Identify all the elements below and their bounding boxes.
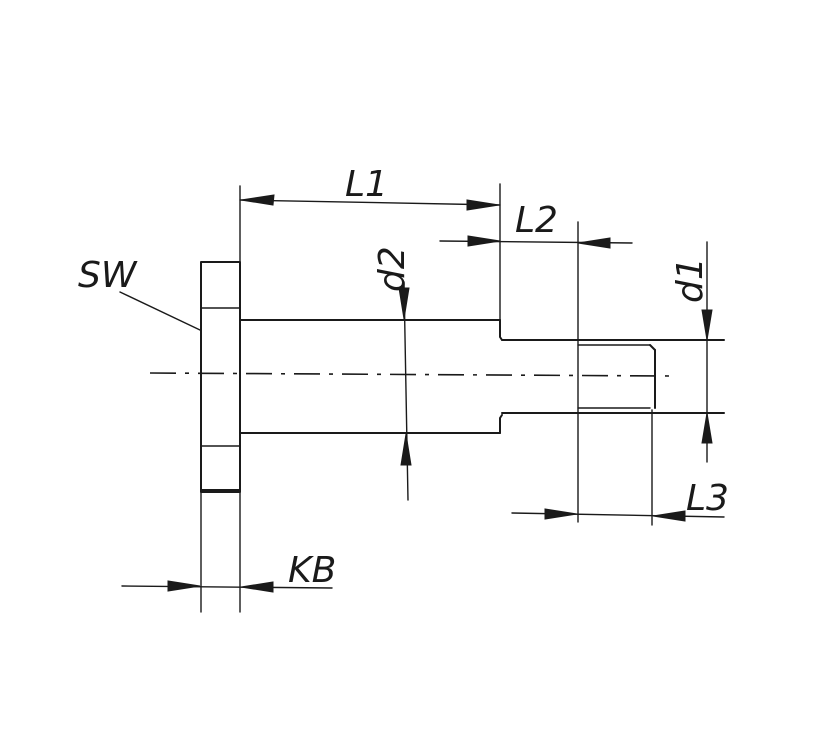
label-l3: L3 <box>686 478 729 519</box>
sw-leader <box>119 291 201 331</box>
label-sw: SW <box>78 255 138 296</box>
label-d2: d2 <box>372 246 413 292</box>
dim-l2 <box>439 235 633 249</box>
label-l1: L1 <box>345 164 388 205</box>
label-l2: L2 <box>515 200 558 241</box>
spigot <box>501 339 725 414</box>
shaft-body <box>239 319 503 434</box>
dim-d2 <box>398 281 412 501</box>
dim-d1 <box>701 309 713 444</box>
label-d1: d1 <box>670 257 711 303</box>
extension-lines <box>200 183 708 613</box>
dim-l1 <box>239 194 501 211</box>
dim-kb <box>121 580 333 593</box>
dim-l3 <box>511 508 725 522</box>
center-line <box>149 372 671 377</box>
hex-flange <box>200 261 241 493</box>
label-kb: KB <box>288 550 336 591</box>
